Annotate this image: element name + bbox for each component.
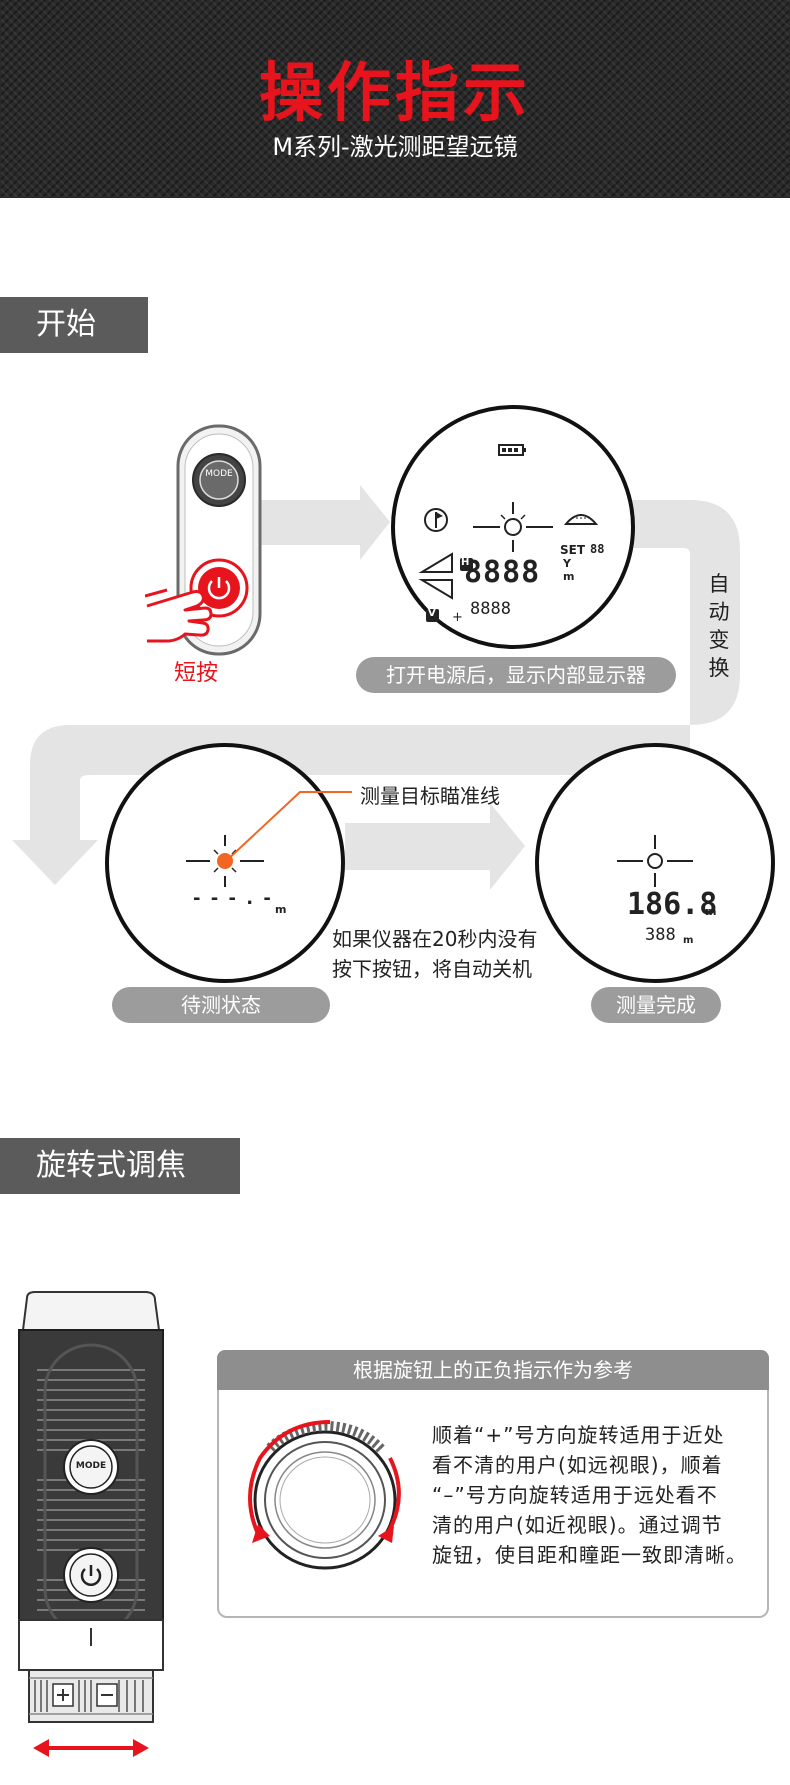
result-sub-unit: m — [683, 935, 694, 946]
rangefinder-device-body — [18, 1291, 164, 1757]
result-main-unit: m — [705, 905, 717, 918]
standby-caption: 待测状态 — [112, 987, 330, 1023]
lcd-main-digits: 8888 — [464, 555, 541, 590]
side-mode-button[interactable]: MODE — [75, 1461, 107, 1471]
focus-instructions: 顺着“+”号方向旋转适用于近处 看不清的用户(如远视眼)，顺着 “–”号方向旋转… — [432, 1423, 747, 1567]
lcd-unit-bottom: m — [563, 570, 575, 583]
power-on-caption: 打开电源后，显示内部显示器 — [356, 657, 676, 693]
done-display — [535, 743, 775, 983]
rangefinder-device-front — [145, 424, 262, 656]
lcd-full-display: + — [391, 405, 635, 649]
header-banner — [0, 0, 790, 198]
aim-line-leader — [224, 791, 352, 863]
lcd-set-digits: 88 — [590, 542, 605, 556]
page-subtitle: M系列-激光测距望远镜 — [272, 133, 518, 161]
side-power-button[interactable] — [71, 1555, 111, 1595]
lcd-h-badge: H — [461, 557, 470, 568]
auto-off-note-line2: 按下按钮，将自动关机 — [332, 957, 532, 981]
svg-text:+: + — [452, 610, 463, 625]
auto-switch-label: 自 动 变 换 — [708, 572, 730, 680]
lcd-unit-top: Y — [563, 557, 571, 570]
section-tab-focus: 旋转式调焦 — [0, 1138, 240, 1194]
aim-line-label: 测量目标瞄准线 — [360, 784, 500, 808]
mode-button[interactable]: MODE — [205, 469, 233, 479]
result-sub-digits: 388 — [645, 925, 676, 945]
standby-unit: m — [275, 903, 287, 916]
flow-arrows — [12, 485, 740, 890]
result-main-digits: 186.8 — [627, 887, 718, 922]
page-title: 操作指示 — [259, 57, 531, 131]
standby-dots: - - - . - — [193, 888, 273, 909]
focus-info-header: 根据旋钮上的正负指示作为参考 — [217, 1350, 769, 1390]
focus-ring-icon — [248, 1420, 401, 1570]
power-button[interactable] — [199, 563, 239, 603]
lcd-sub-digits: 8888 — [470, 599, 511, 619]
lcd-set-label: SET — [560, 543, 586, 557]
section-tab-start: 开始 — [0, 297, 148, 353]
short-press-label: 短按 — [174, 661, 219, 686]
standby-display — [105, 743, 345, 983]
lcd-v-badge: V — [428, 608, 436, 619]
auto-off-note-line1: 如果仪器在20秒内没有 — [332, 927, 538, 951]
done-caption: 测量完成 — [591, 987, 721, 1023]
